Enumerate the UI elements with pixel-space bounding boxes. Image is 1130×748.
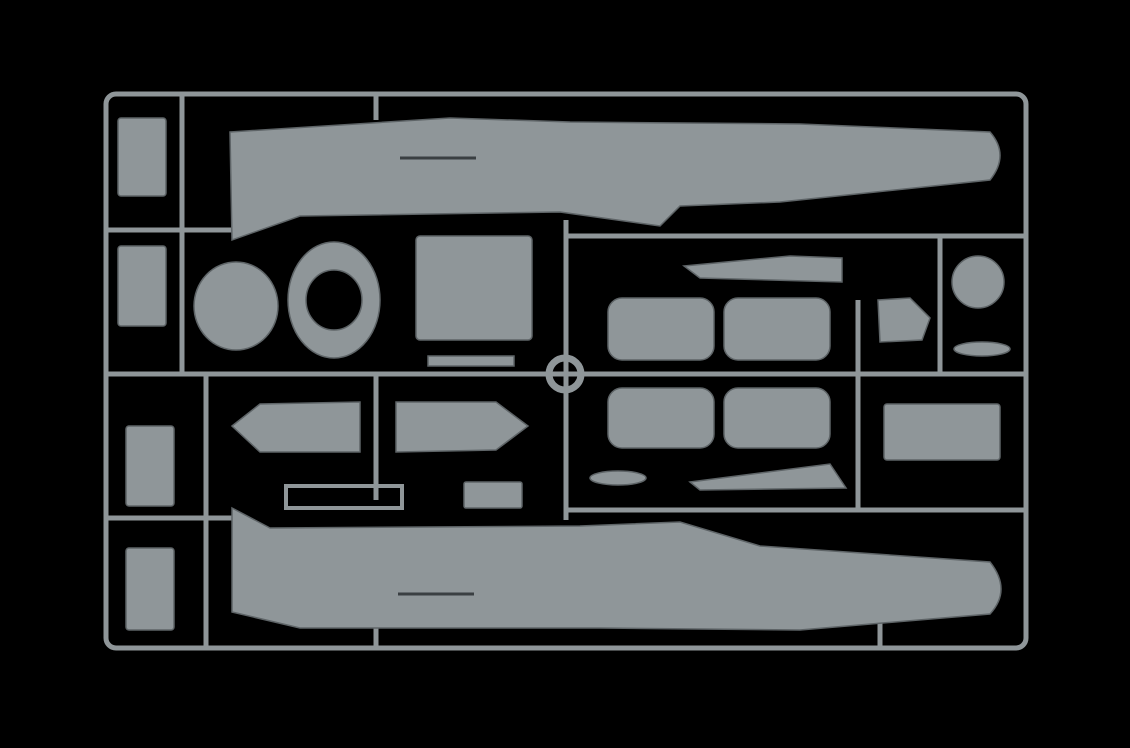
intake-part [723, 387, 831, 449]
fuselage-half-top [229, 117, 1001, 242]
intake-part [607, 387, 715, 449]
panel-part [125, 547, 175, 631]
canopy-part [877, 297, 931, 343]
instrument-panel-part [427, 355, 515, 367]
fuel-tank-left [230, 401, 361, 453]
small-disc-part [953, 341, 1011, 357]
sprue-frame [103, 91, 1029, 651]
wheel-well-part [883, 403, 1001, 461]
fuselage-half-bottom [231, 506, 1002, 631]
cockpit-tub-part [415, 235, 533, 341]
box-part [463, 481, 523, 509]
small-disc-part [589, 470, 647, 486]
fin-part [688, 463, 848, 491]
bulkhead-part [193, 261, 279, 351]
fuel-tank-right [395, 401, 530, 453]
panel-part [125, 425, 175, 507]
bulkhead-ring-hole [305, 269, 363, 331]
nose-cone-part [951, 255, 1005, 309]
sprue-hub [545, 354, 585, 394]
panel-part [117, 245, 167, 327]
intake-part [723, 297, 831, 361]
intake-part [607, 297, 715, 361]
panel-part [117, 117, 167, 197]
fin-part [681, 255, 843, 283]
ladder-part [284, 484, 404, 510]
